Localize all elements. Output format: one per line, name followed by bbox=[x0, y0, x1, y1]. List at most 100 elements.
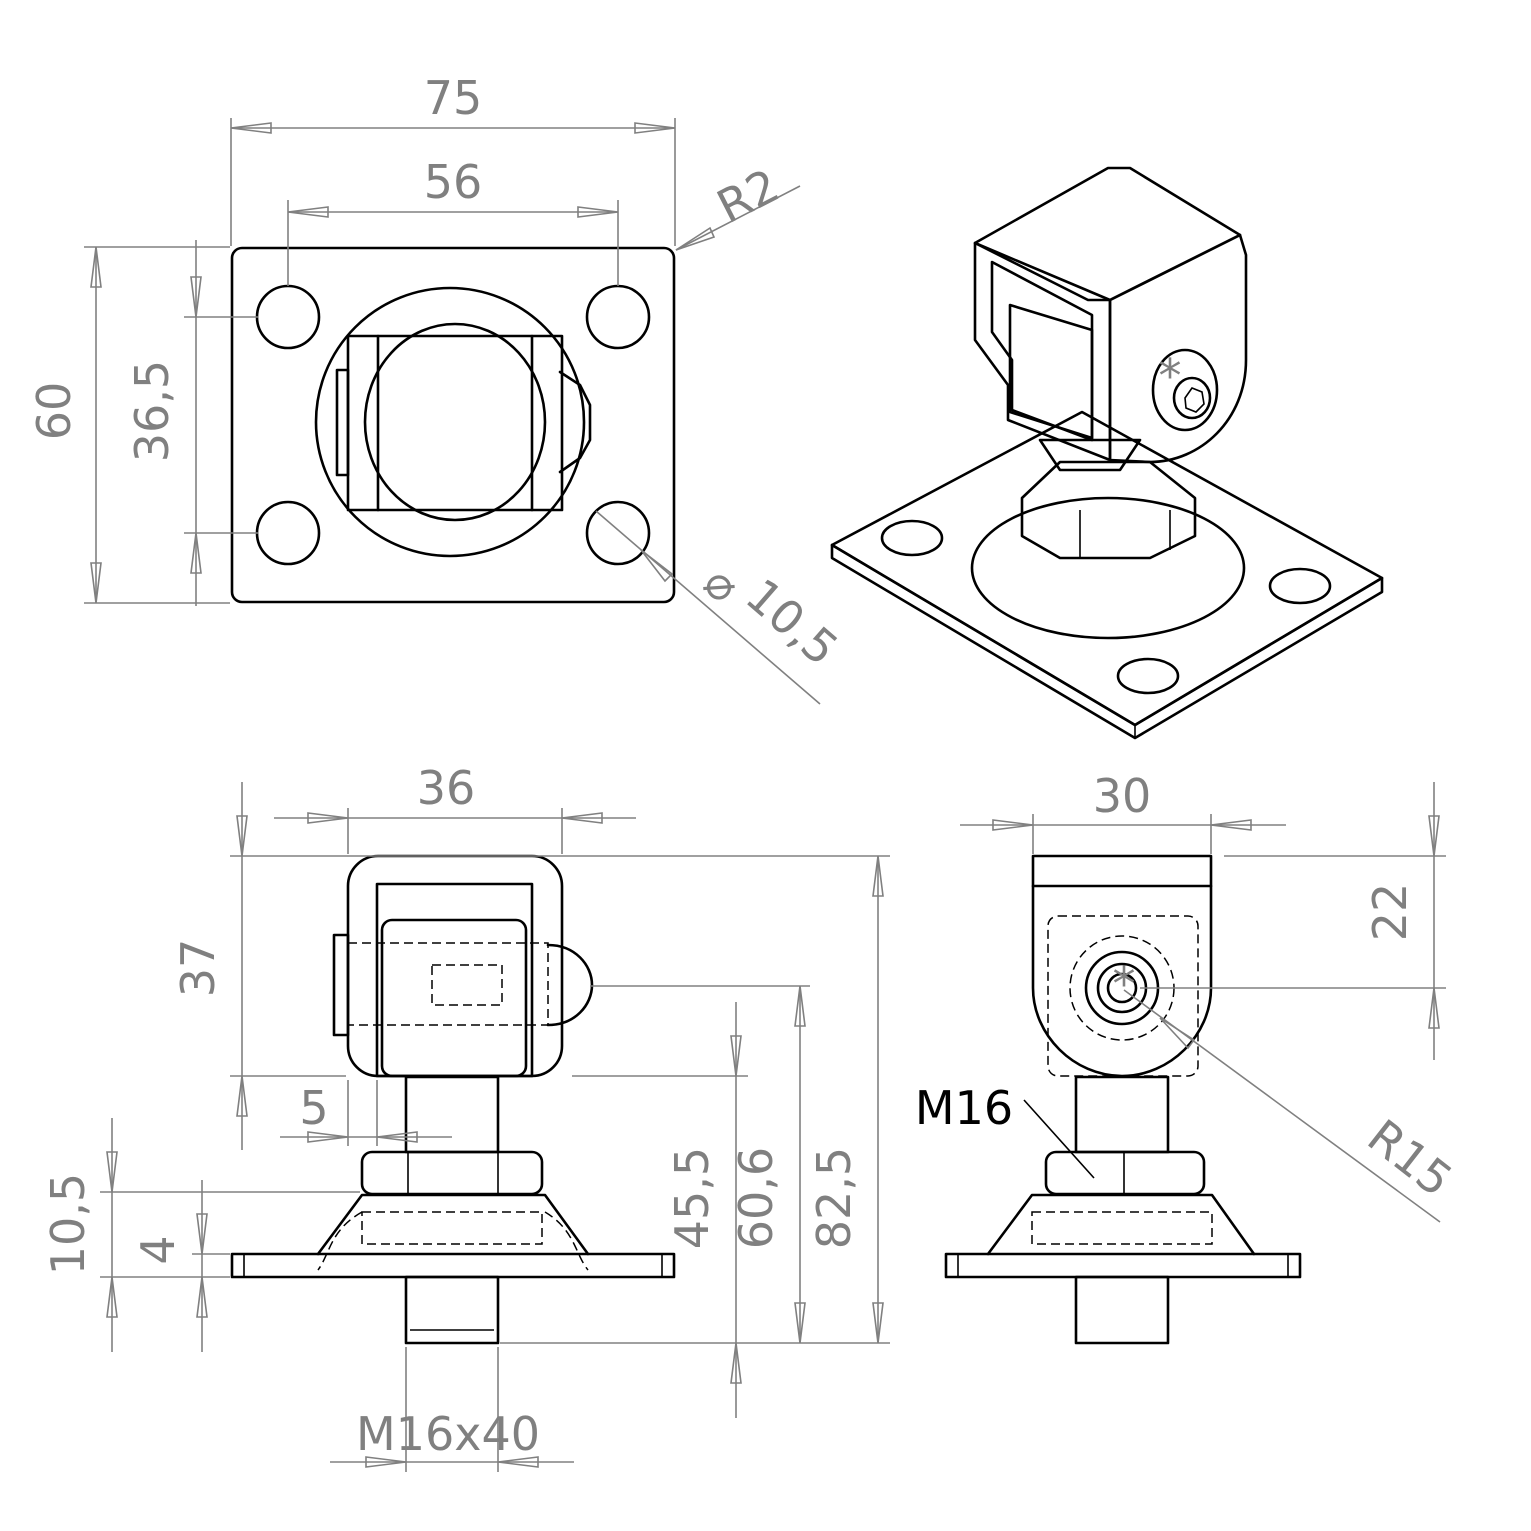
iso-socket-head bbox=[1151, 348, 1219, 432]
dim-30-arrow-right bbox=[1210, 819, 1252, 831]
dim-r2-arrow bbox=[675, 226, 716, 251]
hinge-cap-left bbox=[335, 368, 350, 477]
base-plate-outline bbox=[230, 246, 676, 604]
front-plate bbox=[230, 1252, 676, 1279]
mount-hole-top-left bbox=[255, 284, 321, 350]
dim-606-arrow-top bbox=[794, 985, 806, 1027]
front-hidden-screw bbox=[431, 964, 503, 1006]
dim-105-label: 10,5 bbox=[41, 1173, 95, 1275]
dim-22-label: 22 bbox=[1363, 883, 1417, 942]
iso-plate-side bbox=[830, 543, 1384, 740]
dim-60-arrow-bottom bbox=[90, 562, 102, 604]
dim-455-arrow-top bbox=[730, 1035, 742, 1077]
dim-825-arrow-bottom bbox=[872, 1302, 884, 1344]
dim-606-label: 60,6 bbox=[729, 1147, 783, 1249]
dim-5-label: 5 bbox=[299, 1081, 328, 1135]
side-hidden-insert bbox=[1031, 1211, 1213, 1245]
iso-eye-opening bbox=[990, 260, 1094, 442]
dim-825-arrow-top bbox=[872, 855, 884, 897]
dim-diameter-label: 10,5 bbox=[736, 568, 849, 676]
iso-eye-top bbox=[973, 166, 1242, 302]
dim-606-arrow-bottom bbox=[794, 1302, 806, 1344]
side-hidden-block bbox=[1047, 915, 1199, 1077]
dim-m16x40-arrow-right bbox=[497, 1456, 539, 1468]
mount-hole-bottom-left bbox=[255, 500, 321, 566]
side-center-mark: * bbox=[1113, 957, 1136, 1011]
side-bolt-ring-3 bbox=[1106, 972, 1138, 1004]
top-view: 75 56 R2 60 36,5 ⌀ 10,5 bbox=[27, 71, 849, 705]
dim-diameter-leader bbox=[595, 510, 821, 705]
front-threaded-shaft bbox=[404, 1275, 500, 1345]
dim-37-arrow-bottom bbox=[236, 1075, 248, 1117]
dim-37-label: 37 bbox=[171, 939, 225, 998]
iso-hex-socket bbox=[1184, 387, 1205, 413]
front-hidden-bolt bbox=[347, 942, 549, 1026]
dim-4-arrow-top bbox=[196, 1213, 208, 1255]
mount-hole-top-right bbox=[585, 284, 651, 350]
dim-30-label: 30 bbox=[1093, 769, 1152, 823]
front-eye-block bbox=[380, 918, 528, 1078]
front-hidden-curve-r bbox=[544, 1211, 589, 1271]
isometric-view: * bbox=[830, 166, 1384, 740]
dim-75-arrow-right bbox=[634, 122, 676, 134]
dim-r2-label: R2 bbox=[708, 158, 787, 234]
front-base-cone bbox=[316, 1193, 590, 1256]
dim-r15-arrow bbox=[1159, 1017, 1196, 1050]
dim-105-arrow-top bbox=[106, 1151, 118, 1193]
iso-hole-right bbox=[1268, 567, 1332, 605]
dim-m16x40-label: M16x40 bbox=[356, 1407, 540, 1461]
front-hidden-insert bbox=[361, 1211, 543, 1245]
dim-825-label: 82,5 bbox=[807, 1147, 861, 1249]
iso-hole-left bbox=[880, 519, 944, 557]
front-view: 36 37 5 10,5 4 45,5 bbox=[41, 761, 890, 1472]
dim-r2-leader bbox=[675, 185, 801, 251]
dim-r15-label: R15 bbox=[1358, 1109, 1463, 1207]
dim-37-arrow-top bbox=[236, 815, 248, 857]
iso-eye-inner-face bbox=[1008, 303, 1094, 440]
m16-leader bbox=[1023, 1099, 1095, 1179]
dim-22-arrow-top bbox=[1428, 815, 1440, 857]
front-eye-outer bbox=[346, 854, 564, 1078]
dim-365-arrow-bottom bbox=[190, 532, 202, 574]
front-bolt-head bbox=[546, 943, 594, 1027]
eye-body bbox=[346, 334, 564, 512]
dim-diameter-arrow-inner bbox=[640, 549, 674, 583]
iso-eye-front bbox=[973, 241, 1112, 462]
dim-60-arrow-top bbox=[90, 246, 102, 288]
dim-36-label: 36 bbox=[417, 761, 476, 815]
dim-56-label: 56 bbox=[424, 155, 483, 209]
hinge-collar bbox=[363, 322, 547, 522]
dim-22-arrow-bottom bbox=[1428, 987, 1440, 1029]
dim-36-arrow-right bbox=[561, 812, 603, 824]
side-threaded-shaft bbox=[1074, 1275, 1170, 1345]
dim-365-label: 36,5 bbox=[125, 360, 179, 462]
dim-m16x40-arrow-left bbox=[365, 1456, 407, 1468]
dim-5-arrow-left bbox=[307, 1131, 349, 1143]
iso-socket-ring bbox=[1172, 376, 1212, 420]
dim-5-arrow-right bbox=[376, 1131, 418, 1143]
dim-4-label: 4 bbox=[131, 1235, 185, 1264]
dim-75-arrow-left bbox=[230, 122, 272, 134]
iso-center-mark: * bbox=[1159, 349, 1182, 403]
side-base-cone bbox=[986, 1193, 1256, 1256]
iso-hole-front bbox=[1116, 657, 1180, 695]
side-pin bbox=[1074, 1075, 1170, 1154]
dim-455-arrow-bottom bbox=[730, 1342, 742, 1384]
iso-eye-side bbox=[1108, 233, 1248, 464]
side-plate bbox=[944, 1252, 1302, 1279]
dim-30-arrow-left bbox=[992, 819, 1034, 831]
dim-56-arrow-left bbox=[287, 206, 329, 218]
front-nut bbox=[360, 1150, 544, 1196]
side-nut bbox=[1044, 1150, 1206, 1196]
dim-36-arrow-left bbox=[307, 812, 349, 824]
iso-pin bbox=[1038, 438, 1142, 472]
dim-75-label: 75 bbox=[424, 71, 483, 125]
dim-455-label: 45,5 bbox=[665, 1147, 719, 1249]
dim-60-label: 60 bbox=[27, 382, 81, 441]
front-pin bbox=[404, 1075, 500, 1154]
dim-365-arrow-top bbox=[190, 276, 202, 318]
dim-56-arrow-right bbox=[577, 206, 619, 218]
iso-base-cone bbox=[970, 496, 1246, 640]
m16-label: M16 bbox=[915, 1081, 1013, 1135]
hinge-base-circle bbox=[314, 286, 586, 558]
